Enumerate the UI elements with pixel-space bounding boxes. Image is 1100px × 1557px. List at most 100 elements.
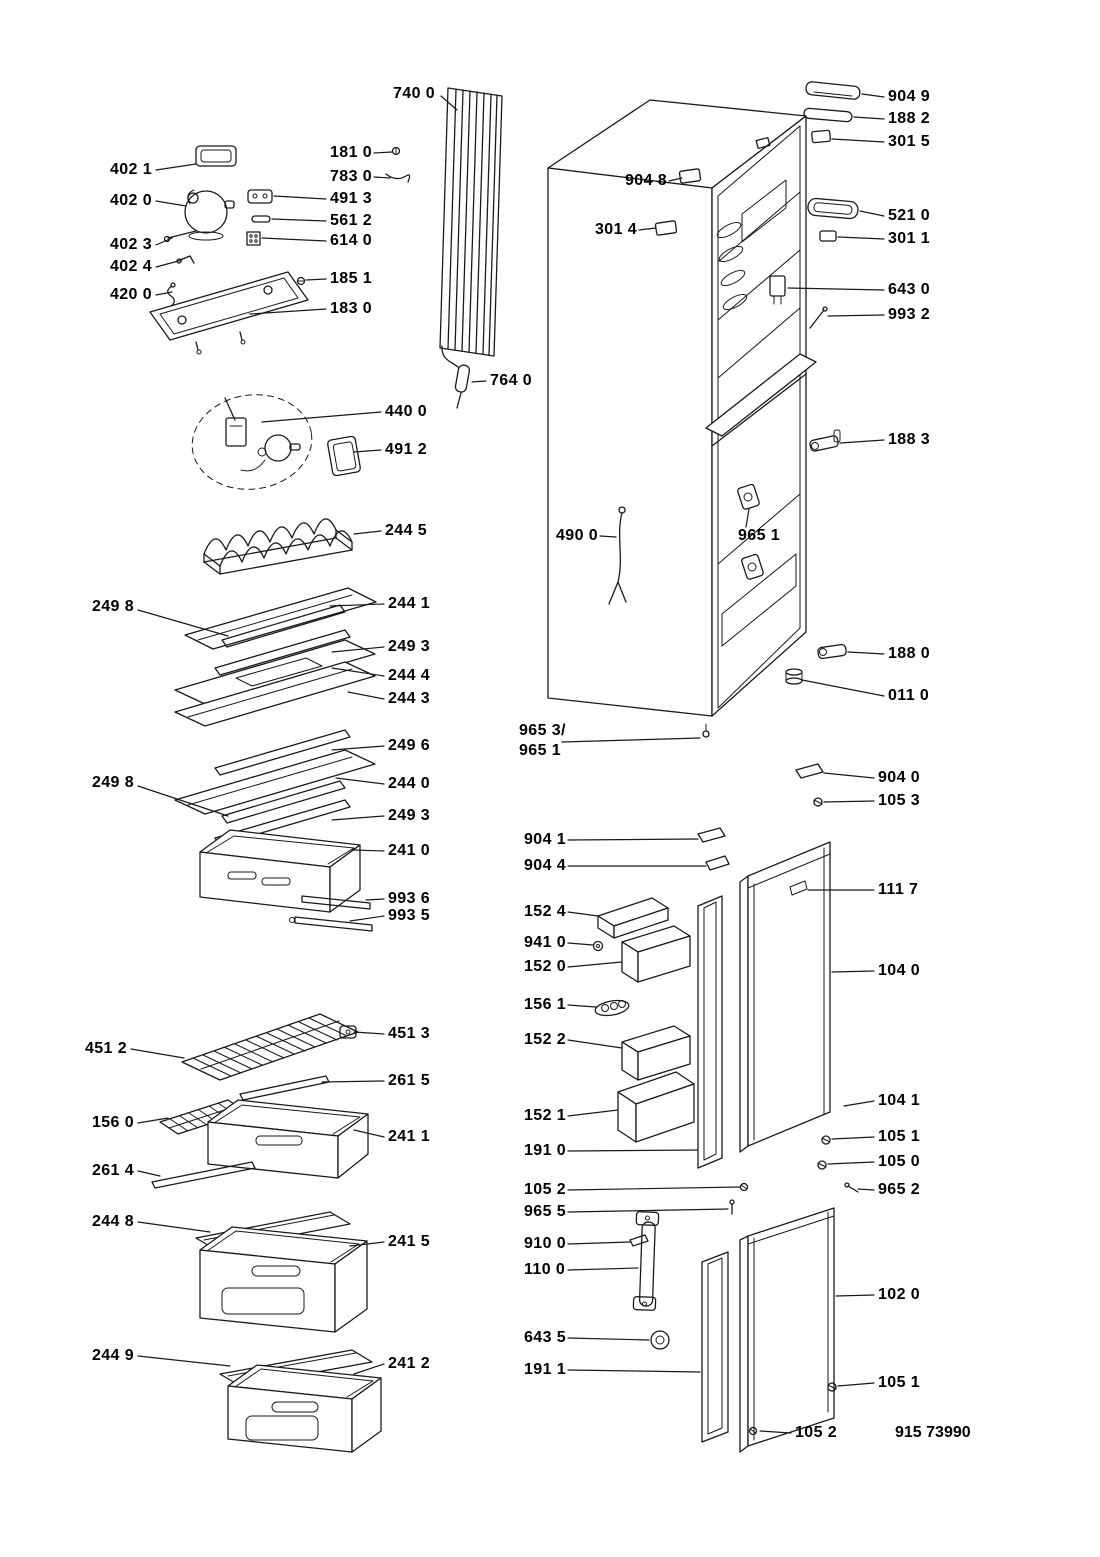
leader-line (827, 314, 885, 317)
part-screw-181-0 (391, 146, 401, 156)
leader-line (567, 961, 623, 968)
leader-line (471, 380, 487, 383)
leader-line (567, 1004, 597, 1008)
leader-line (567, 1109, 619, 1117)
part-shelf-244-4 (174, 639, 376, 705)
leader-line (823, 772, 875, 779)
part-tray-402-1 (195, 145, 237, 167)
part-drawer-241-5 (199, 1226, 368, 1333)
leader-line (567, 1208, 729, 1213)
part-screw-105-2-lower (748, 1426, 758, 1436)
leader-line (353, 530, 382, 535)
leader-line (787, 287, 885, 291)
part-bracket-965-1-b (741, 553, 764, 580)
leader-line (745, 508, 750, 528)
leader-line (567, 1241, 631, 1245)
part-relay-491-3 (247, 189, 273, 204)
part-screw-105-1-lower (827, 1382, 837, 1392)
part-bin-152-1 (617, 1071, 695, 1143)
part-bottle-rack-244-5 (203, 518, 353, 575)
part-handle-521-0 (807, 197, 859, 220)
leader-line (837, 236, 885, 240)
leader-line (331, 667, 385, 677)
leader-line (329, 603, 385, 607)
leader-line (843, 1100, 875, 1107)
leader-line (331, 815, 385, 821)
leader-line (823, 800, 875, 803)
leader-line (837, 1382, 875, 1387)
part-cabinet (547, 99, 817, 738)
part-block-614-0 (246, 231, 261, 246)
leader-line (321, 1080, 385, 1083)
leader-line (831, 970, 875, 973)
leader-line (155, 200, 187, 207)
part-cover-904-8 (678, 168, 702, 184)
leader-line (567, 1039, 623, 1049)
part-strip-993-6 (301, 895, 371, 910)
part-shelf-244-0 (174, 749, 376, 815)
part-base-plate-183-0 (149, 271, 309, 355)
leader-line (155, 237, 173, 246)
part-screw-105-3 (813, 797, 823, 807)
part-cover-904-4 (705, 855, 730, 871)
leader-line (347, 691, 385, 700)
leader-line (567, 1369, 701, 1373)
part-drawer-241-2 (227, 1364, 382, 1453)
leader-line (853, 116, 885, 120)
leader-line (567, 1186, 741, 1191)
part-thermo-box-643-0 (769, 275, 786, 305)
leader-line (668, 177, 683, 182)
leader-line (859, 210, 885, 217)
part-screw-105-2-mid (739, 1182, 749, 1192)
part-egg-tray-156-1 (594, 999, 630, 1017)
part-cover-904-1 (697, 827, 726, 843)
leader-line (365, 898, 385, 901)
leader-line (567, 1267, 639, 1271)
leader-line (440, 95, 458, 111)
leader-line (273, 195, 327, 200)
part-probe-993-2 (809, 306, 828, 329)
leader-line (137, 1355, 231, 1367)
leader-line (137, 1221, 211, 1233)
part-door-upper-104-0 (739, 841, 831, 1153)
leader-line (801, 679, 885, 697)
leader-line (353, 1031, 385, 1035)
part-hook-420-0 (167, 282, 176, 308)
part-trim-249-6 (214, 729, 351, 776)
part-cap-643-5 (650, 1330, 670, 1350)
part-bracket-965-1-a (737, 483, 760, 510)
leader-lines (130, 93, 885, 1434)
part-screw-185-1 (296, 276, 306, 286)
leader-line (831, 1136, 875, 1140)
part-top-clip (755, 136, 771, 150)
leader-line (331, 646, 385, 653)
part-gasket-191-0 (697, 895, 723, 1169)
part-shelf-244-3 (174, 661, 376, 727)
part-trim-904-9 (805, 81, 861, 100)
part-bracket-910-0 (629, 1234, 649, 1247)
part-cover-301-4 (654, 220, 678, 236)
leader-line (567, 942, 594, 946)
part-screw-941-0 (592, 940, 604, 952)
leader-line (353, 449, 382, 453)
part-drier-764-0 (454, 364, 471, 409)
leader-line (567, 1337, 650, 1341)
part-capillary-490-0 (608, 506, 627, 605)
leader-line (335, 777, 385, 785)
leader-line (351, 849, 385, 852)
part-screw-105-1-upper (821, 1135, 831, 1145)
part-hinge-188-3 (809, 429, 841, 452)
part-tube-402-3 (163, 230, 197, 243)
leader-line (861, 93, 885, 98)
part-trim-188-2 (803, 107, 853, 123)
leader-line (638, 227, 657, 231)
part-door-lower-102-0 (739, 1207, 835, 1453)
leader-line (827, 1161, 875, 1165)
leader-line (331, 745, 385, 751)
leader-line (831, 138, 885, 143)
part-pin-965-2 (844, 1182, 859, 1193)
leader-line (599, 535, 617, 538)
part-hinge-188-0 (817, 643, 847, 660)
